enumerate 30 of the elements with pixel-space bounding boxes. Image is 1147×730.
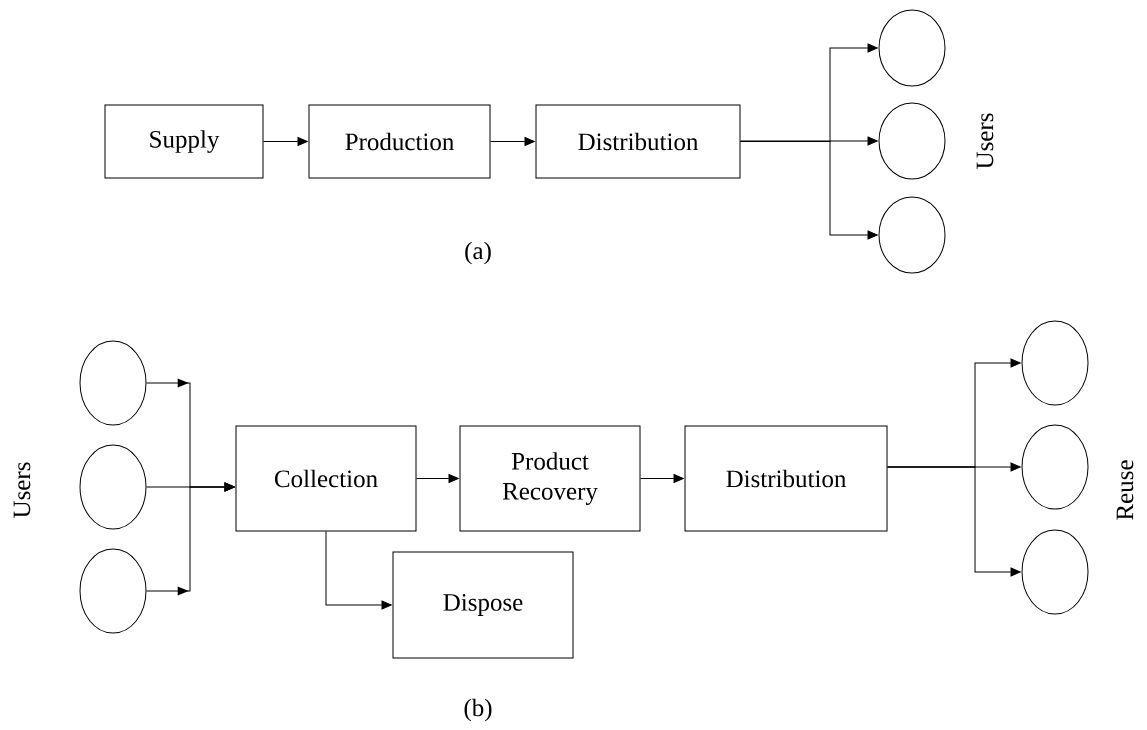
caption: (a)	[465, 241, 491, 265]
arrow	[640, 474, 684, 483]
arrow	[490, 137, 535, 146]
arrow	[740, 141, 878, 240]
caption: (b)	[464, 698, 492, 722]
arrow	[416, 474, 459, 483]
process-box: Distribution	[684, 425, 888, 532]
arrow	[146, 482, 235, 596]
group-label: Users	[13, 462, 31, 518]
user-circle	[79, 548, 147, 634]
arrow	[263, 137, 308, 146]
arrow	[325, 531, 392, 610]
user-circle	[1021, 424, 1089, 510]
user-circle	[1021, 529, 1089, 615]
group-label: Users	[976, 113, 994, 169]
user-circle	[79, 340, 147, 426]
process-box: Collection	[235, 425, 417, 532]
user-circle	[79, 444, 147, 530]
arrow	[740, 136, 878, 146]
user-circle	[1021, 320, 1089, 406]
user-circle	[878, 196, 946, 274]
process-box: Supply	[104, 104, 264, 179]
process-box: Production	[308, 104, 491, 179]
user-circle	[878, 102, 946, 180]
user-circle	[878, 9, 946, 87]
group-label: Reuse	[1116, 460, 1134, 520]
process-box: Product Recovery	[459, 425, 641, 532]
arrow	[887, 466, 1021, 577]
process-box: Distribution	[535, 104, 741, 179]
process-box: Dispose	[392, 551, 574, 659]
